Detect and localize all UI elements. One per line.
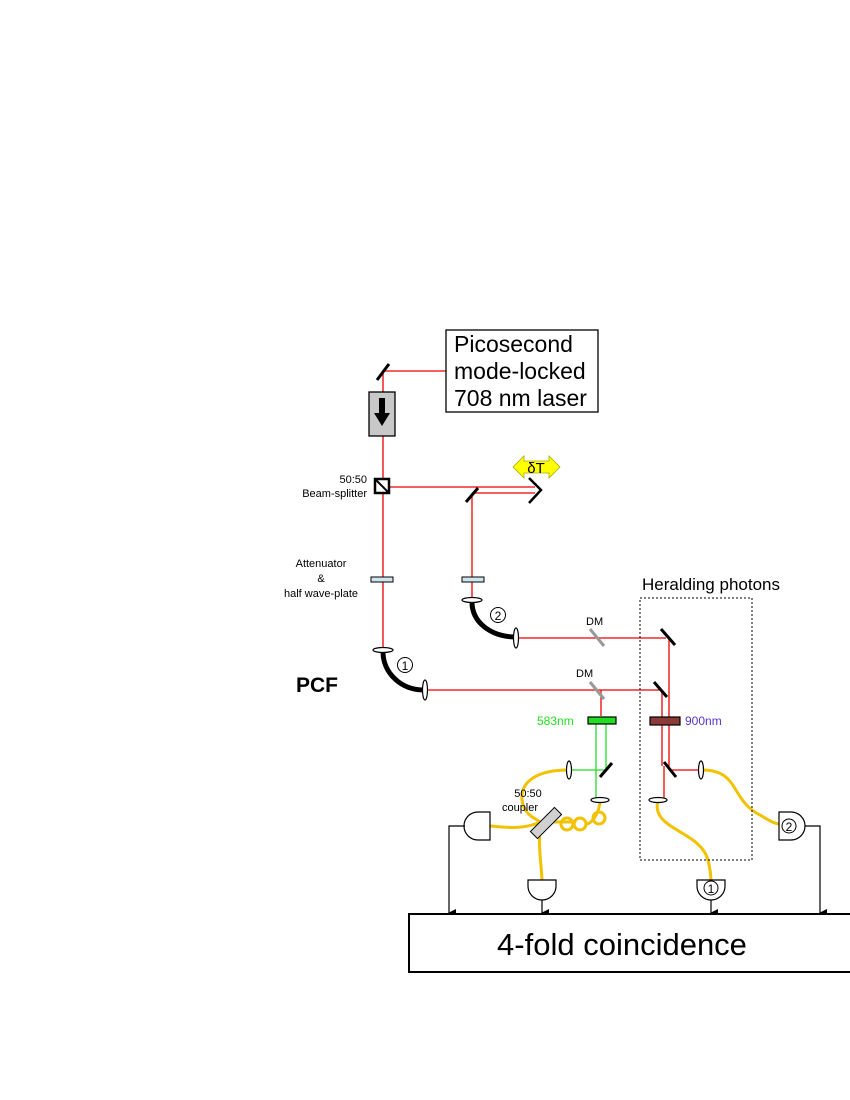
attenuator-label-line2: & xyxy=(317,573,325,585)
laser-label-line3: 708 nm laser xyxy=(454,385,587,411)
herald2-number: 2 xyxy=(786,820,793,834)
dm-upper xyxy=(588,628,606,647)
fibers xyxy=(488,768,782,884)
heralding-photons: Heralding photons xyxy=(639,575,780,861)
coincidence-counter: 4-fold coincidence xyxy=(408,913,850,973)
fiber-loops-to-lens xyxy=(584,798,602,826)
waveplate-arm2 xyxy=(461,576,485,583)
filter-583 xyxy=(587,716,617,725)
lens-herald2 xyxy=(697,760,705,780)
detector-coupler-bottom xyxy=(527,879,557,901)
fiber-loop-1 xyxy=(559,816,575,832)
beam-splitter-diagonal xyxy=(374,478,390,494)
fiber-herald2 xyxy=(700,768,782,826)
pcf-fibers xyxy=(380,601,515,693)
heralding-label: Heralding photons xyxy=(642,575,780,594)
wire-left-detector xyxy=(448,825,465,917)
mirror-green xyxy=(598,762,614,778)
mirror-top xyxy=(375,363,391,381)
pcf-label: PCF xyxy=(296,674,338,697)
coupler-body xyxy=(529,806,563,840)
pcf-fiber-1 xyxy=(380,651,425,693)
delay-arrow xyxy=(512,455,561,479)
green-beams xyxy=(570,724,607,800)
pcf-port2-circle xyxy=(490,607,506,623)
mirrors xyxy=(375,363,678,778)
isolator-arrow-icon xyxy=(374,398,390,426)
detector-numbers: 1 2 xyxy=(703,818,797,896)
coincidence-box xyxy=(408,913,850,973)
detectors xyxy=(463,811,806,901)
pcf-port1-circle xyxy=(397,657,413,673)
wire-herald2-detector xyxy=(805,825,827,917)
lens-pcf2-in xyxy=(461,596,483,604)
detector-left xyxy=(463,811,491,841)
filters: 583nm 900nm xyxy=(537,714,722,728)
attenuator-label-line1: Attenuator xyxy=(296,558,347,570)
dm-lower-label: DM xyxy=(576,668,593,680)
waveplate-arm1 xyxy=(370,576,394,583)
lens-pcf1-out xyxy=(421,679,429,701)
delay-stage: δT xyxy=(512,455,561,479)
dichroic-mirrors: DM DM xyxy=(576,616,606,700)
attenuator-label-line3: half wave-plate xyxy=(284,588,358,600)
delay-label: δT xyxy=(527,460,545,477)
fiber-coupler-left-detector xyxy=(488,821,540,829)
lens-green-left xyxy=(565,760,573,780)
lens-herald1 xyxy=(648,796,668,804)
lenses xyxy=(372,596,705,804)
filter-583-label: 583nm xyxy=(537,714,574,728)
dm-upper-label: DM xyxy=(586,616,603,628)
lens-green-bottom xyxy=(590,796,610,804)
filter-900-label: 900nm xyxy=(685,714,722,728)
laser-box xyxy=(445,329,599,413)
retroreflector-shape xyxy=(528,477,543,504)
coupler-label-line2: coupler xyxy=(502,802,538,814)
dm-lower xyxy=(588,681,606,700)
pcf: PCF 1 2 xyxy=(296,607,506,697)
heralding-box xyxy=(639,597,753,861)
beam-splitter: 50:50 Beam-splitter xyxy=(302,474,391,500)
delay-retroreflector xyxy=(528,477,543,504)
coupler-label-line1: 50:50 xyxy=(514,788,542,800)
mirror-herald-upper-low xyxy=(662,761,678,778)
coincidence-label: 4-fold coincidence xyxy=(497,927,747,962)
mirror-herald-upper xyxy=(659,628,677,646)
lens-pcf1-in xyxy=(372,646,394,654)
isolator xyxy=(368,391,396,437)
laser: Picosecond mode-locked 708 nm laser xyxy=(445,329,599,413)
pcf-port2-number: 2 xyxy=(495,609,502,623)
pcf-fiber-2 xyxy=(469,601,515,640)
laser-label-line1: Picosecond xyxy=(454,331,573,357)
beam-splitter-label-line1: 50:50 xyxy=(339,474,367,486)
mirror-arm2 xyxy=(464,487,480,503)
signal-wires xyxy=(448,825,827,917)
filter-900 xyxy=(649,716,681,726)
herald1-number-circle xyxy=(703,880,719,896)
laser-label-line2: mode-locked xyxy=(454,358,586,384)
beam-splitter-label-line2: Beam-splitter xyxy=(302,488,367,500)
mirror-herald-lower xyxy=(652,681,669,698)
fiber-coupler: 50:50 coupler xyxy=(502,788,563,840)
fiber-lens-to-coupler xyxy=(520,768,570,824)
lens-pcf2-out xyxy=(512,627,520,649)
fiber-herald1 xyxy=(655,798,713,884)
attenuator: Attenuator & half wave-plate xyxy=(284,558,485,600)
herald1-number: 1 xyxy=(708,882,715,896)
herald2-number-circle xyxy=(781,818,797,834)
pcf-port1-number: 1 xyxy=(402,659,409,673)
fiber-loop-2 xyxy=(572,816,588,832)
